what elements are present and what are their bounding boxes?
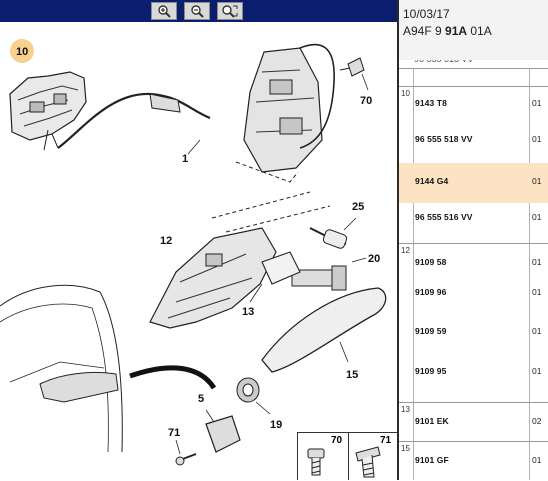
part-reference: 9143 T8 (415, 98, 447, 108)
screw-71-icon (355, 446, 381, 478)
clipped-row: 96 555 518 VV (399, 60, 548, 69)
part-12[interactable]: 12 (149, 227, 277, 329)
exploded-view: 10 1 70 (0, 39, 387, 466)
callout-1: 1 (182, 153, 188, 165)
group-12: 12 9109 58 01 9109 96 01 9109 59 01 9109… (399, 243, 548, 402)
parts-diagram[interactable]: 10 1 70 (0, 0, 397, 480)
part-quantity: 01 (532, 326, 542, 336)
zoom-fit-button[interactable] (217, 2, 243, 20)
callout-15: 15 (346, 369, 358, 381)
callout-20: 20 (368, 253, 380, 265)
part-row[interactable]: 96 555 518 VV 01 (399, 123, 548, 159)
part-quantity: 01 (532, 176, 542, 186)
part-row[interactable]: 9109 95 01 (399, 355, 548, 391)
part-reference: 9109 58 (415, 257, 447, 267)
part-row[interactable]: 9109 96 01 (399, 276, 548, 312)
legend-cell-71[interactable]: 71 (348, 433, 397, 480)
group-number: 10 (401, 89, 410, 98)
part-quantity: 01 (532, 212, 542, 222)
part-71-screw[interactable]: 71 (168, 427, 197, 466)
group-number: 13 (401, 405, 410, 414)
part-row[interactable]: 9109 58 01 (399, 246, 548, 282)
group-number: 12 (401, 246, 410, 255)
legend-cell-70[interactable]: 70 (298, 433, 349, 480)
part-reference: 9109 59 (415, 326, 447, 336)
clipped-row-text: 96 555 518 VV (414, 60, 474, 64)
part-10[interactable]: 10 (9, 39, 87, 151)
part-reference: 9109 96 (415, 287, 447, 297)
group-number: 15 (401, 444, 410, 453)
screw-70-icon (307, 448, 325, 476)
group-10: 10 9143 T8 01 96 555 518 VV 01 9144 G4 0… (399, 86, 548, 243)
part-25-key[interactable]: 25 (309, 201, 364, 249)
zoom-in-icon (158, 5, 171, 18)
zoom-in-button[interactable] (151, 2, 177, 20)
callout-25: 25 (352, 201, 364, 213)
part-quantity: 02 (532, 416, 542, 426)
part-quantity: 01 (532, 134, 542, 144)
code-bold: 91A (445, 24, 468, 38)
part-quantity: 01 (532, 98, 542, 108)
zoom-fit-icon (222, 5, 238, 18)
zoom-toolbar (0, 0, 397, 22)
part-quantity: 01 (532, 366, 542, 376)
part-quantity: 01 (532, 455, 542, 465)
part-row[interactable]: 9101 EK 02 (399, 405, 548, 441)
part-reference: 9144 G4 (415, 176, 449, 186)
part-reference: 96 555 518 VV (415, 134, 473, 144)
zoom-out-button[interactable] (184, 2, 210, 20)
callout-70: 70 (360, 95, 372, 107)
part-5[interactable]: 5 (198, 393, 241, 453)
header-date: 10/03/17 (403, 7, 450, 21)
legend-label-71: 71 (380, 435, 392, 446)
zoom-out-icon (191, 5, 204, 18)
legend-label-70: 70 (331, 435, 343, 446)
group-15: 15 9101 GF 01 (399, 441, 548, 481)
callout-5: 5 (198, 393, 204, 405)
part-1[interactable]: 1 (57, 92, 211, 165)
callout-71: 71 (168, 427, 180, 439)
column-separator (413, 68, 414, 480)
group-13: 13 9101 EK 02 (399, 402, 548, 441)
column-separator (529, 68, 530, 480)
part-reference: 9101 EK (415, 416, 449, 426)
part-reference: 9101 GF (415, 455, 449, 465)
parts-list-panel: 10/03/17 A94F 9 91A 01A 96 555 518 VV 10… (399, 0, 548, 480)
part-15-handle[interactable]: 15 (261, 287, 387, 381)
callout-badge (10, 39, 34, 63)
part-reference: 9109 95 (415, 366, 447, 376)
part-13-gasket[interactable]: 13 (242, 251, 301, 318)
fastener-legend: 70 71 (297, 432, 397, 480)
callout-10: 10 (16, 46, 28, 58)
code-prefix: A94F 9 (403, 24, 446, 38)
part-reference: 96 555 516 VV (415, 212, 473, 222)
callout-19: 19 (270, 419, 282, 431)
part-19-grommet[interactable]: 19 (236, 377, 282, 431)
part-quantity: 01 (532, 257, 542, 267)
code-suffix: 01A (467, 24, 492, 38)
part-row-selected[interactable]: 9144 G4 01 (399, 163, 548, 203)
part-70-screw[interactable]: 70 (339, 57, 372, 107)
header-code: A94F 9 91A 01A (403, 24, 492, 38)
part-row[interactable]: 9109 59 01 (399, 315, 548, 351)
door-latch[interactable] (235, 43, 335, 183)
part-row[interactable]: 96 555 516 VV 01 (399, 201, 548, 237)
pane-divider[interactable] (397, 0, 399, 480)
panel-header: 10/03/17 A94F 9 91A 01A (399, 0, 548, 60)
part-row[interactable]: 9143 T8 01 (399, 87, 548, 123)
part-quantity: 01 (532, 287, 542, 297)
callout-12: 12 (160, 235, 172, 247)
door-outline (0, 284, 217, 453)
part-20-cylinder[interactable]: 20 (291, 253, 380, 291)
callout-13: 13 (242, 306, 254, 318)
part-row[interactable]: 9101 GF 01 (399, 444, 548, 480)
